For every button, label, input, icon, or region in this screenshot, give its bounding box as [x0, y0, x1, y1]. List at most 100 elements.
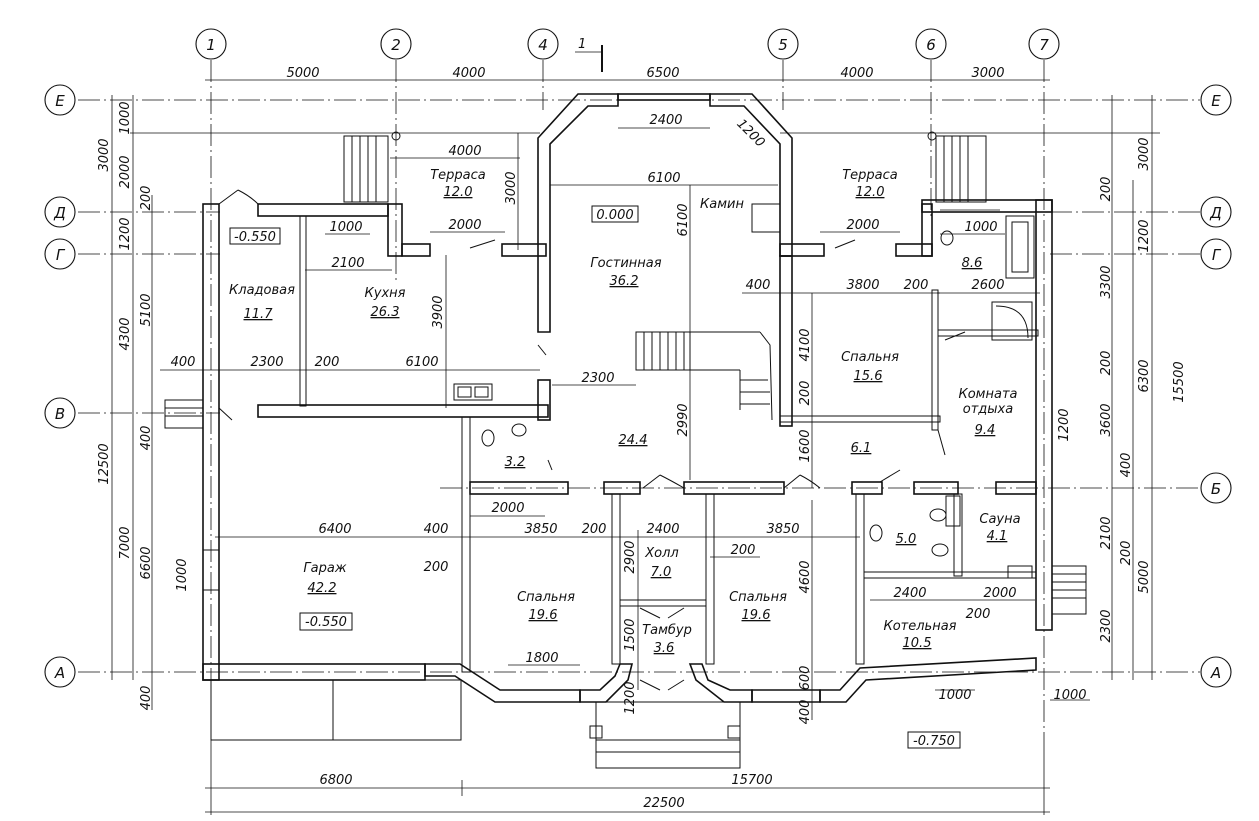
- svg-text:Е: Е: [1211, 92, 1221, 110]
- dim-left-5: 1200: [118, 217, 133, 250]
- level-garage: -0.550: [305, 615, 347, 630]
- room-labels: Терраса 12.0 Гостинная 36.2 Терраса 12.0…: [229, 168, 1021, 656]
- room-name-sauna: Сауна: [979, 512, 1020, 527]
- dim-left-9: 12500: [97, 443, 112, 484]
- room-area-garage: 42.2: [308, 581, 337, 596]
- room-name-boiler: Котельная: [883, 619, 956, 634]
- room-name-terrace-right: Терраса: [842, 168, 898, 183]
- dim-bottom-2: 15700: [731, 773, 772, 788]
- dim-bottom-3: 22500: [643, 796, 684, 811]
- svg-text:Д: Д: [1209, 204, 1222, 222]
- dim-inner-36: 4600: [798, 560, 813, 593]
- dim-inner-6: 6100: [676, 203, 691, 236]
- dim-inner-4: 3000: [504, 171, 519, 204]
- svg-text:6: 6: [926, 36, 936, 54]
- dim-inner-32: 3850: [766, 522, 799, 537]
- bathtub: [1005, 215, 1035, 279]
- axis-bubble-row-e-left: Е: [44, 84, 76, 116]
- room-area-sauna: 4.1: [987, 529, 1008, 544]
- dim-left-13: 400: [139, 686, 154, 711]
- room-name-bedroom-se: Спальня: [729, 590, 787, 605]
- axis-bubble-col-4: 4: [527, 28, 559, 60]
- dim-inner-31: 2400: [646, 522, 679, 537]
- dim-left-2: 3000: [97, 138, 112, 171]
- axis-bubble-col-6: 6: [915, 28, 947, 60]
- dim-inner-10: 2000: [846, 218, 879, 233]
- room-area-hall: 7.0: [651, 565, 672, 580]
- dim-inner-27: 6400: [318, 522, 351, 537]
- axis-bubble-row-d-right: Д: [1200, 196, 1232, 228]
- room-name-hall: Холл: [644, 546, 678, 561]
- room-area-bedroom-sw: 19.6: [529, 608, 558, 623]
- room-name-terrace-left: Терраса: [430, 168, 486, 183]
- room-area-boiler: 10.5: [903, 636, 932, 651]
- dim-inner-38: 1800: [525, 651, 558, 666]
- kitchen-sink: [453, 383, 493, 401]
- dim-right-12: 200: [1119, 541, 1134, 566]
- room-area-terrace-left: 12.0: [444, 185, 473, 200]
- terrace-stairs-right: [935, 135, 987, 203]
- axis-bubble-row-g-right: Г: [1200, 238, 1232, 270]
- room-name-vestibule: Тамбур: [642, 623, 692, 638]
- dim-inner-9: 2100: [331, 256, 364, 271]
- dim-inner-22: 4100: [798, 328, 813, 361]
- dim-inner-25: 1600: [798, 429, 813, 462]
- dim-right-7: 15500: [1172, 361, 1187, 402]
- dim-right-5: 6300: [1137, 359, 1152, 392]
- room-name-living: Гостинная: [590, 256, 661, 271]
- dim-inner-8: 1000: [329, 220, 362, 235]
- axis-lines: [78, 60, 1200, 740]
- dim-right-2: 200: [1099, 177, 1114, 202]
- dim-left-4: 200: [139, 186, 154, 211]
- dim-right-10: 400: [1119, 453, 1134, 478]
- room-name-bedroom-sw: Спальня: [517, 590, 575, 605]
- axis-bubble-col-2: 2: [380, 28, 412, 60]
- dim-inner-42: 2400: [893, 586, 926, 601]
- dimension-lines: [111, 79, 1160, 815]
- axis-bubble-row-v-left: В: [44, 397, 76, 429]
- side-stairs-west: [164, 399, 204, 429]
- svg-text:1: 1: [206, 36, 216, 54]
- dim-left-6: 5100: [139, 293, 154, 326]
- dim-right-1: 3000: [1137, 137, 1152, 170]
- svg-text:А: А: [1210, 664, 1221, 682]
- dim-left-10: 7000: [118, 526, 133, 559]
- dim-inner-43: 2000: [983, 586, 1016, 601]
- fireplace: [751, 203, 781, 233]
- dim-inner-41: 400: [798, 700, 813, 725]
- dim-inner-14: 3800: [846, 278, 879, 293]
- room-area-wc: 3.2: [505, 455, 526, 470]
- dim-inner-18: 2300: [250, 355, 283, 370]
- svg-text:Г: Г: [1212, 246, 1222, 264]
- dim-top-3: 6500: [646, 66, 679, 81]
- svg-text:А: А: [54, 664, 65, 682]
- dim-inner-37: 1500: [623, 618, 638, 651]
- axis-bubble-row-a-right: А: [1200, 656, 1232, 688]
- svg-text:1: 1: [578, 37, 586, 52]
- level-marks: 0.000 -0.550 -0.550 -0.750: [229, 205, 961, 749]
- room-name-kitchen: Кухня: [365, 286, 406, 301]
- walls: [164, 93, 1087, 769]
- room-area-rest: 9.4: [975, 423, 996, 438]
- svg-text:Д: Д: [53, 204, 66, 222]
- level-outside: -0.750: [913, 734, 955, 749]
- dim-inner-2: 1200: [733, 117, 767, 151]
- dim-inner-30: 200: [582, 522, 607, 537]
- axis-bubble-row-d-left: Д: [44, 196, 76, 228]
- dim-left-8: 400: [139, 426, 154, 451]
- dim-inner-33: 200: [424, 560, 449, 575]
- dim-inner-5: 6100: [647, 171, 680, 186]
- dim-inner-40: 600: [798, 666, 813, 691]
- room-name-garage: Гараж: [303, 561, 346, 576]
- room-area-living: 36.2: [610, 274, 639, 289]
- doors: [218, 189, 966, 691]
- dim-inner-29: 3850: [524, 522, 557, 537]
- axis-bubbles: 1 2 4 5 6 7 Е Д Г В А Е Д Г Б А: [44, 28, 1232, 688]
- room-area-bedroom-se: 19.6: [742, 608, 771, 623]
- dim-inner-11: 1000: [964, 220, 997, 235]
- dim-inner-44: 200: [966, 607, 991, 622]
- dim-right-11: 2100: [1099, 516, 1114, 549]
- dim-right-6: 200: [1099, 351, 1114, 376]
